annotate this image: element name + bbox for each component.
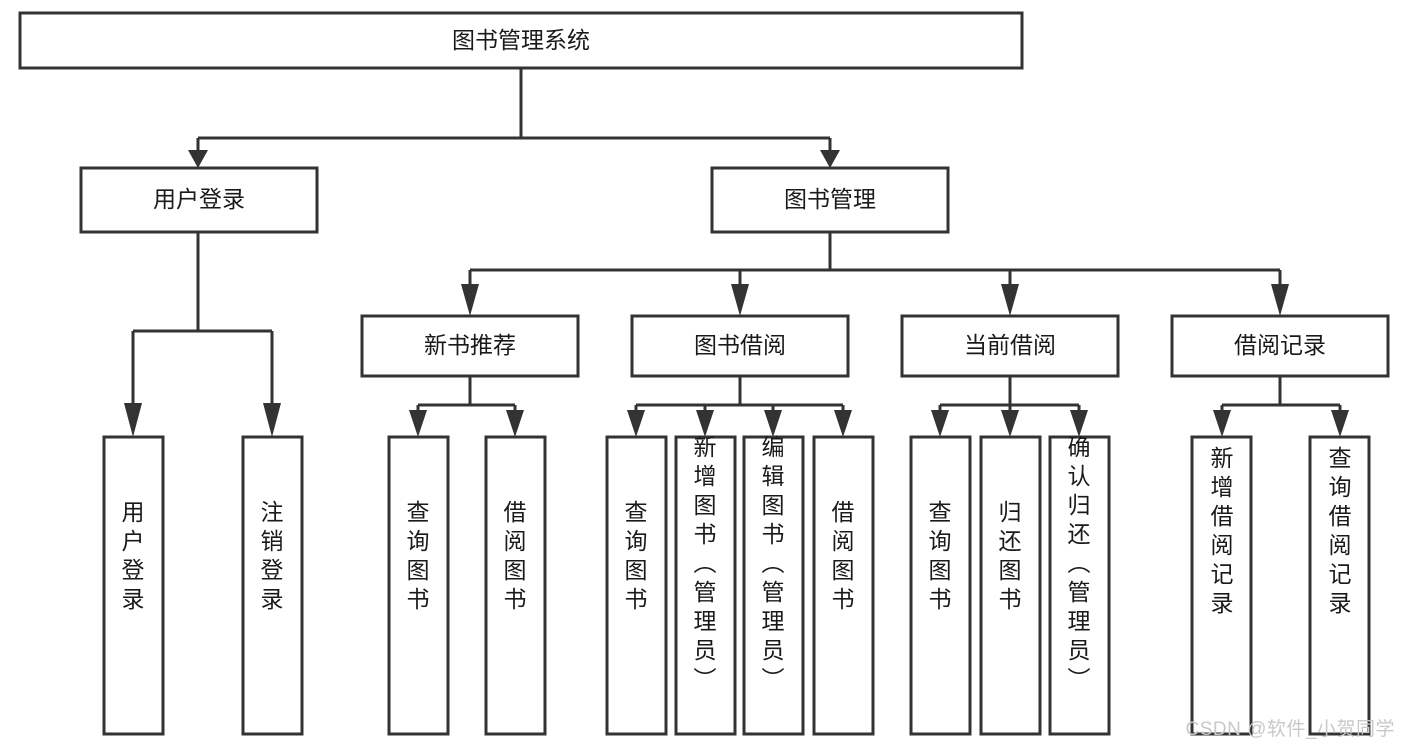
node-leaf-edit-book-box[interactable] — [742, 435, 805, 736]
arrowhead-leaf-query-book-1 — [409, 410, 427, 437]
arrowhead-new-book-recommend — [461, 284, 479, 316]
node-root-box[interactable] — [18, 11, 1024, 70]
node-leaf-user-login[interactable]: 用户登录 — [102, 435, 165, 736]
node-leaf-return-book-box[interactable] — [979, 435, 1042, 736]
node-leaf-logout-login-box[interactable] — [241, 435, 304, 736]
node-leaf-add-record[interactable]: 新增借阅记录 — [1190, 435, 1253, 736]
node-leaf-user-login-box[interactable] — [102, 435, 165, 736]
node-leaf-add-record-box[interactable] — [1190, 435, 1253, 736]
node-leaf-borrow-book-2[interactable]: 借阅图书 — [812, 435, 875, 736]
edge-layer — [124, 68, 1349, 437]
node-book-manage[interactable]: 图书管理 — [710, 166, 950, 234]
arrowhead-leaf-borrow-book-1 — [506, 410, 524, 437]
node-leaf-add-book-box[interactable] — [674, 435, 737, 736]
node-leaf-add-book-label: 新增图书︵管理员︶ — [694, 434, 717, 692]
node-new-book-recommend-label: 新书推荐 — [424, 332, 516, 358]
node-user-login[interactable]: 用户登录 — [79, 166, 319, 234]
node-book-borrow[interactable]: 图书借阅 — [630, 314, 850, 378]
node-root-label: 图书管理系统 — [452, 27, 590, 53]
arrowhead-leaf-edit-book — [764, 410, 782, 437]
node-leaf-query-record[interactable]: 查询借阅记录 — [1308, 435, 1371, 736]
node-leaf-query-book-1[interactable]: 查询图书 — [387, 435, 450, 736]
arrowhead-leaf-confirm-return — [1070, 410, 1088, 437]
arrowhead-leaf-add-book — [696, 410, 714, 437]
node-leaf-add-record-label: 新增借阅记录 — [1211, 445, 1234, 616]
arrowhead-leaf-logout-login — [263, 403, 281, 437]
csdn-watermark: CSDN @软件_小贺同学 — [1185, 719, 1395, 740]
arrowhead-current-borrow — [1001, 284, 1019, 316]
node-leaf-return-book[interactable]: 归还图书 — [979, 435, 1042, 736]
arrowhead-leaf-user-login — [124, 403, 142, 437]
arrowhead-leaf-add-record — [1213, 410, 1231, 437]
node-book-borrow-label: 图书借阅 — [694, 332, 786, 358]
node-leaf-logout-login-label: 注销登录 — [261, 499, 284, 612]
node-leaf-query-record-box[interactable] — [1308, 435, 1371, 736]
arrowhead-leaf-borrow-book-2 — [834, 410, 852, 437]
arrowhead-book-borrow — [731, 284, 749, 316]
node-borrow-record-label: 借阅记录 — [1234, 332, 1326, 358]
node-book-manage-box[interactable] — [710, 166, 950, 234]
node-leaf-add-book[interactable]: 新增图书︵管理员︶ — [674, 434, 737, 736]
node-leaf-query-book-2[interactable]: 查询图书 — [605, 435, 668, 736]
node-book-borrow-box[interactable] — [630, 314, 850, 378]
arrowhead-book-manage — [820, 150, 840, 168]
node-leaf-query-book-1-label: 查询图书 — [407, 499, 430, 612]
node-leaf-edit-book[interactable]: 编辑图书︵管理员︶ — [742, 434, 805, 736]
arrowhead-leaf-query-book-3 — [931, 410, 949, 437]
node-leaf-query-book-1-box[interactable] — [387, 435, 450, 736]
node-borrow-record-box[interactable] — [1170, 314, 1390, 378]
arrowhead-leaf-query-book-2 — [627, 410, 645, 437]
node-current-borrow[interactable]: 当前借阅 — [900, 314, 1120, 378]
arrowhead-user-login — [188, 150, 208, 168]
node-user-login-label: 用户登录 — [153, 186, 245, 212]
node-leaf-confirm-return[interactable]: 确认归还︵管理员︶ — [1048, 434, 1111, 736]
node-leaf-confirm-return-box[interactable] — [1048, 435, 1111, 736]
node-leaf-borrow-book-1-box[interactable] — [484, 435, 547, 736]
arrowhead-borrow-record — [1271, 284, 1289, 316]
node-leaf-query-record-label: 查询借阅记录 — [1329, 445, 1352, 616]
node-user-login-box[interactable] — [79, 166, 319, 234]
node-leaf-query-book-3-label: 查询图书 — [929, 499, 952, 612]
node-leaf-borrow-book-1-label: 借阅图书 — [504, 499, 527, 612]
node-book-manage-label: 图书管理 — [784, 186, 876, 212]
arrowhead-leaf-return-book — [1001, 410, 1019, 437]
node-leaf-logout-login[interactable]: 注销登录 — [241, 435, 304, 736]
node-new-book-recommend[interactable]: 新书推荐 — [360, 314, 580, 378]
arrowhead-leaf-query-record — [1331, 410, 1349, 437]
node-leaf-edit-book-label: 编辑图书︵管理员︶ — [762, 434, 785, 692]
node-leaf-user-login-label: 用户登录 — [122, 499, 145, 612]
node-new-book-recommend-box[interactable] — [360, 314, 580, 378]
node-borrow-record[interactable]: 借阅记录 — [1170, 314, 1390, 378]
node-leaf-query-book-3[interactable]: 查询图书 — [909, 435, 972, 736]
node-leaf-borrow-book-1[interactable]: 借阅图书 — [484, 435, 547, 736]
node-leaf-query-book-2-label: 查询图书 — [625, 499, 648, 612]
node-leaf-confirm-return-label: 确认归还︵管理员︶ — [1068, 434, 1091, 692]
node-root[interactable]: 图书管理系统 — [18, 11, 1024, 70]
node-leaf-borrow-book-2-label: 借阅图书 — [832, 499, 855, 612]
node-current-borrow-label: 当前借阅 — [964, 332, 1056, 358]
node-leaf-query-book-2-box[interactable] — [605, 435, 668, 736]
node-leaf-query-book-3-box[interactable] — [909, 435, 972, 736]
node-leaf-return-book-label: 归还图书 — [999, 499, 1022, 612]
node-current-borrow-box[interactable] — [900, 314, 1120, 378]
node-leaf-borrow-book-2-box[interactable] — [812, 435, 875, 736]
